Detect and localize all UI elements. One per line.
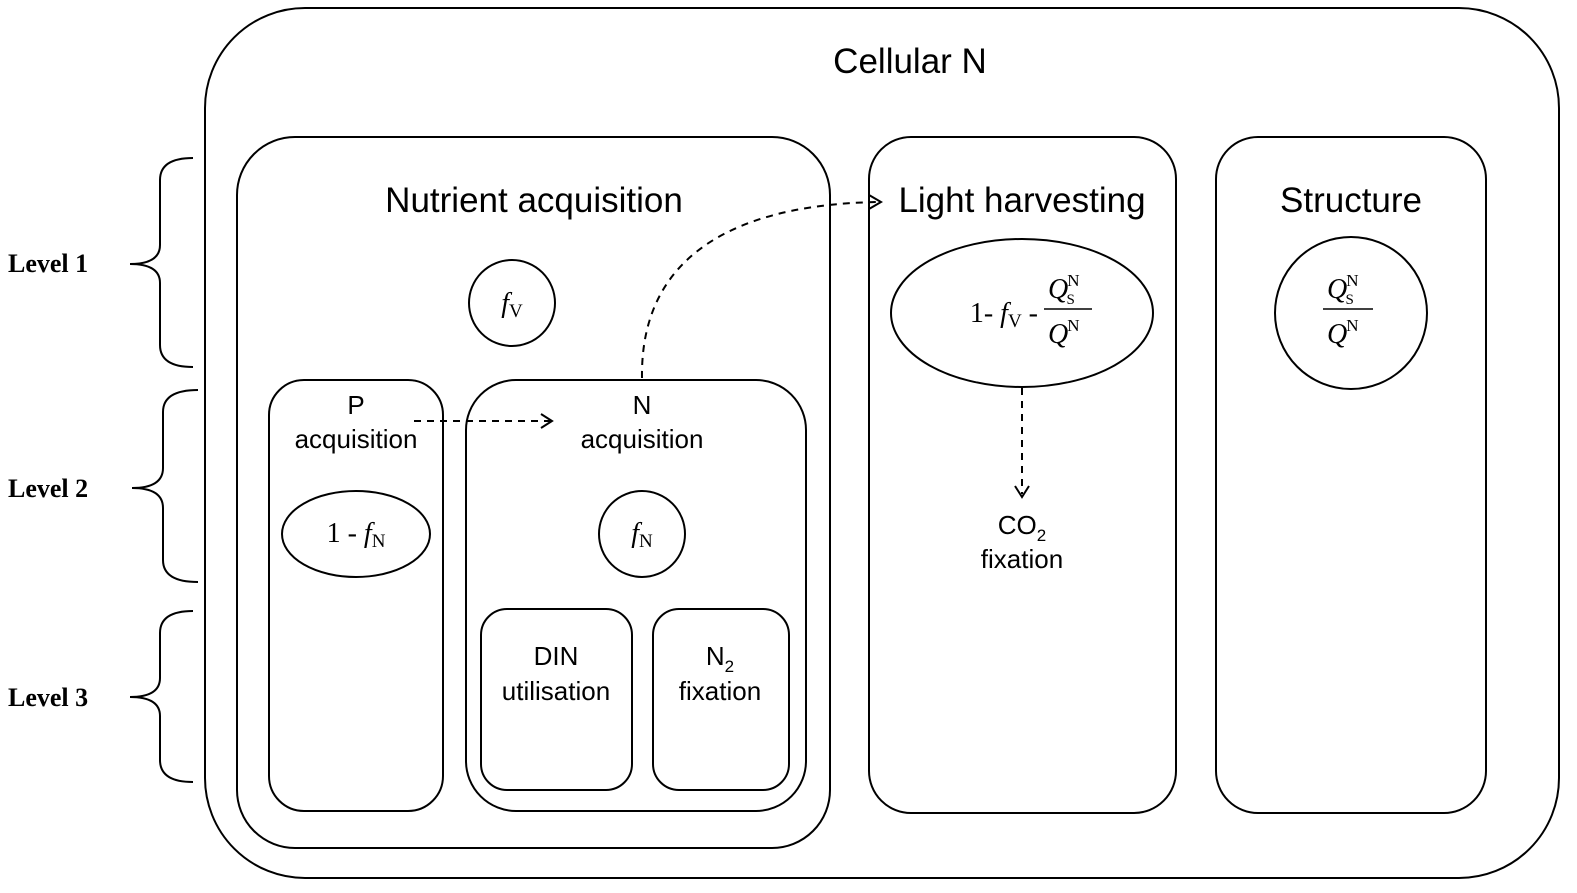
level-3-brace xyxy=(129,610,194,783)
light-harvesting-box xyxy=(868,136,1177,814)
n-acquisition-to-light-harvesting-arrow xyxy=(640,194,883,379)
p-to-n-acquisition-arrow xyxy=(414,413,554,429)
co2-fixation-line1: CO2 xyxy=(998,510,1046,545)
light-harvesting-expr-left: 1- fV - xyxy=(970,298,1038,332)
din-utilisation-line2: utilisation xyxy=(502,676,610,706)
p-acquisition-box xyxy=(268,379,444,812)
structure-title: Structure xyxy=(1280,181,1422,220)
n2-fixation-box xyxy=(652,608,790,791)
n2-fixation-line2: fixation xyxy=(679,676,761,706)
light-harvesting-title: Light harvesting xyxy=(898,181,1145,220)
level-1-brace xyxy=(129,157,194,368)
nutrient-acquisition-box xyxy=(236,136,831,849)
level-3-label: Level 3 xyxy=(8,683,88,712)
light-harvesting-denominator: QN xyxy=(1048,316,1080,350)
n2-fixation-line1: N2 xyxy=(706,641,734,676)
din-utilisation-box xyxy=(480,608,633,791)
fv-circle xyxy=(468,259,556,347)
p-acquisition-line1: P xyxy=(347,390,364,420)
fn-circle xyxy=(598,490,686,578)
n-acquisition-line2: acquisition xyxy=(581,424,704,454)
n-acquisition-box xyxy=(465,379,807,812)
structure-denominator: QN xyxy=(1327,316,1359,350)
light-harvesting-ellipse xyxy=(890,238,1154,388)
one-minus-fn-expression: 1 - fN xyxy=(327,518,386,552)
cellular-n-title: Cellular N xyxy=(833,42,987,81)
fn-symbol: fN xyxy=(631,518,653,552)
n-acquisition-line1: N xyxy=(633,390,652,420)
level-2-brace xyxy=(131,389,199,583)
one-minus-fn-ellipse xyxy=(281,490,431,578)
light-harvesting-to-co2-arrow xyxy=(1014,388,1030,499)
din-utilisation-line1: DIN xyxy=(534,641,579,671)
co2-fixation-line2: fixation xyxy=(981,544,1063,574)
level-1-label: Level 1 xyxy=(8,249,88,278)
nutrient-acquisition-title: Nutrient acquisition xyxy=(385,181,683,220)
structure-circle xyxy=(1274,236,1428,390)
structure-box xyxy=(1215,136,1487,814)
level-2-label: Level 2 xyxy=(8,474,88,503)
cellular-n-box xyxy=(204,7,1560,879)
fv-symbol: fV xyxy=(501,288,523,322)
p-acquisition-line2: acquisition xyxy=(295,424,418,454)
